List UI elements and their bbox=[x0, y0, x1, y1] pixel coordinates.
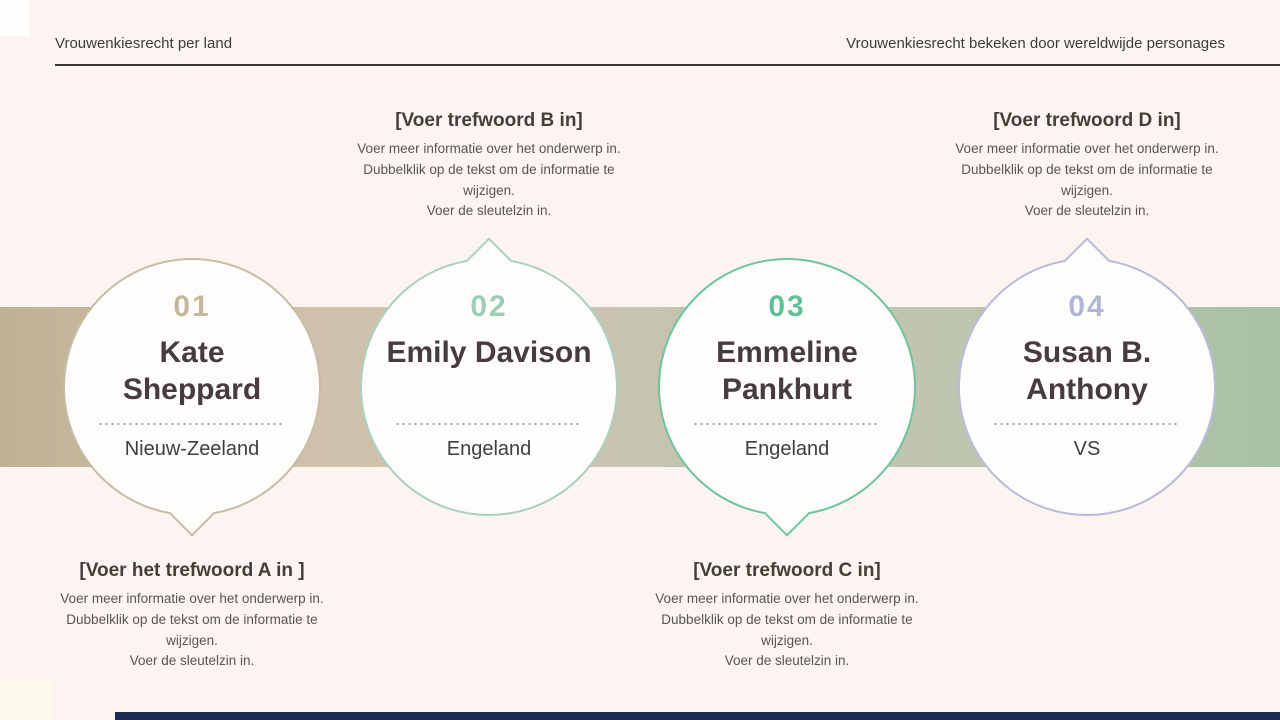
person-name[interactable]: Kate Sheppard bbox=[122, 336, 262, 406]
header-title-right[interactable]: Vrouwenkiesrecht bekeken door wereldwijd… bbox=[846, 35, 1225, 52]
bubble-tail-down bbox=[169, 491, 215, 537]
note-body-line[interactable]: Dubbelklik op de tekst om de informatie … bbox=[961, 161, 1213, 177]
note-body-line[interactable]: wijzigen. bbox=[166, 632, 218, 648]
note-block-c[interactable]: [Voer trefwoord C in] Voer meer informat… bbox=[617, 560, 957, 672]
person-name[interactable]: Emmeline Pankhurt bbox=[716, 336, 858, 406]
dotted-divider bbox=[396, 423, 582, 425]
note-block-b[interactable]: [Voer trefwoord B in] Voer meer informat… bbox=[319, 110, 659, 222]
note-block-a[interactable]: [Voer het trefwoord A in ] Voer meer inf… bbox=[22, 560, 362, 672]
dotted-divider bbox=[694, 423, 880, 425]
dotted-divider bbox=[994, 423, 1180, 425]
header-title-left[interactable]: Vrouwenkiesrecht per land bbox=[55, 35, 233, 52]
note-body-line[interactable]: Voer de sleutelzin in. bbox=[1024, 203, 1150, 219]
note-body-line[interactable]: Voer meer informatie over het onderwerp … bbox=[357, 141, 621, 156]
note-body-line[interactable]: Dubbelklik op de tekst om de informatie … bbox=[66, 611, 318, 627]
timeline-step-3: 03 Emmeline Pankhurt Engeland bbox=[658, 258, 916, 537]
note-title[interactable]: [Voer trefwoord C in] bbox=[693, 560, 881, 581]
dotted-divider bbox=[99, 423, 285, 425]
person-country[interactable]: Nieuw-Zeeland bbox=[124, 438, 260, 460]
person-name[interactable]: Emily Davison bbox=[386, 336, 592, 369]
note-body-line[interactable]: Dubbelklik op de tekst om de informatie … bbox=[661, 611, 913, 627]
note-block-d[interactable]: [Voer trefwoord D in] Voer meer informat… bbox=[917, 110, 1257, 222]
step-number: 01 bbox=[173, 290, 211, 323]
bottom-accent-bar bbox=[115, 712, 1280, 720]
note-title[interactable]: [Voer trefwoord B in] bbox=[395, 110, 583, 131]
person-name[interactable]: Susan B. Anthony bbox=[1022, 336, 1152, 406]
note-body-line[interactable]: Voer de sleutelzin in. bbox=[129, 653, 255, 669]
note-body-line[interactable]: Voer de sleutelzin in. bbox=[426, 203, 552, 219]
header-divider-line bbox=[55, 64, 1280, 66]
note-body-line[interactable]: Voer de sleutelzin in. bbox=[724, 653, 850, 669]
top-left-corner-patch bbox=[0, 0, 30, 36]
step-number: 02 bbox=[470, 290, 508, 323]
note-body-line[interactable]: Voer meer informatie over het onderwerp … bbox=[60, 591, 324, 606]
note-body-line[interactable]: wijzigen. bbox=[1061, 182, 1113, 198]
note-body-line[interactable]: Voer meer informatie over het onderwerp … bbox=[955, 141, 1219, 156]
timeline-step-1: 01 Kate Sheppard Nieuw-Zeeland bbox=[63, 258, 321, 537]
bubble-tail-up bbox=[1064, 237, 1110, 283]
timeline-step-4: 04 Susan B. Anthony VS bbox=[958, 237, 1216, 516]
person-country[interactable]: VS bbox=[1073, 438, 1101, 460]
bubble-tail-down bbox=[764, 491, 810, 537]
bottom-left-corner-patch bbox=[0, 680, 52, 720]
note-title[interactable]: [Voer trefwoord D in] bbox=[993, 110, 1181, 131]
note-body-line[interactable]: wijzigen. bbox=[463, 182, 515, 198]
step-number: 03 bbox=[768, 290, 806, 323]
note-title[interactable]: [Voer het trefwoord A in ] bbox=[79, 560, 305, 581]
step-number: 04 bbox=[1068, 290, 1106, 323]
timeline-step-2: 02 Emily Davison Engeland bbox=[360, 237, 618, 516]
person-country[interactable]: Engeland bbox=[446, 438, 532, 460]
bubble-tail-up bbox=[466, 237, 512, 283]
note-body-line[interactable]: Dubbelklik op de tekst om de informatie … bbox=[363, 161, 615, 177]
note-body-line[interactable]: wijzigen. bbox=[761, 632, 813, 648]
person-country[interactable]: Engeland bbox=[744, 438, 830, 460]
note-body-line[interactable]: Voer meer informatie over het onderwerp … bbox=[655, 591, 919, 606]
